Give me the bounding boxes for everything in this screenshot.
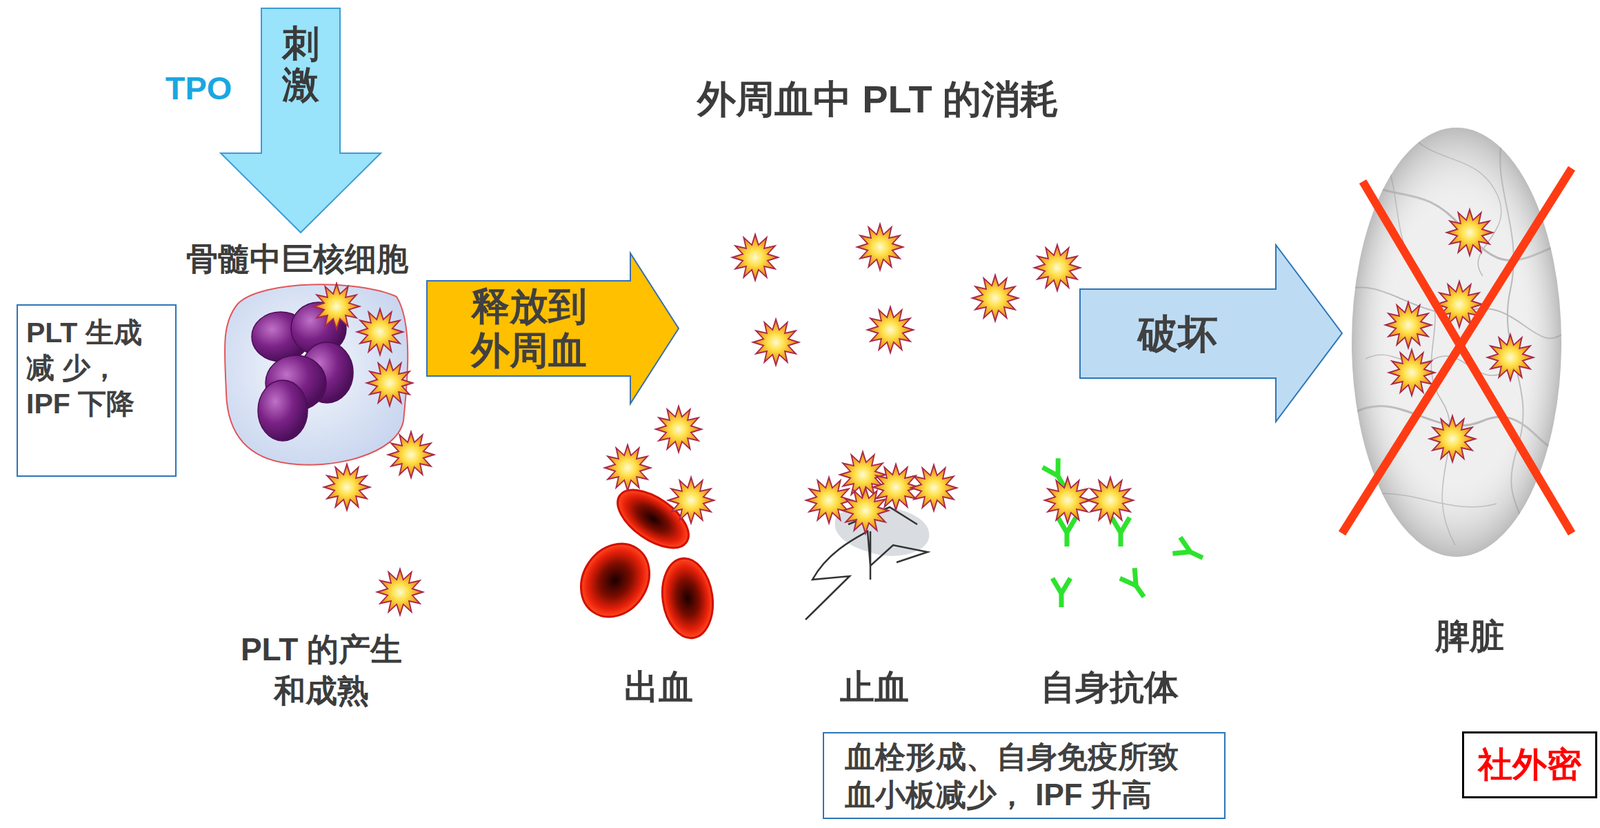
note-box: 血栓形成、自身免疫所致 血小板减少， IPF 升高: [822, 731, 1226, 819]
node-text: 社外密: [1477, 742, 1582, 787]
platelet: [357, 308, 404, 356]
antibody: [1120, 567, 1152, 602]
platelet: [366, 360, 414, 407]
platelet: [1044, 477, 1092, 524]
arrow-body: [220, 8, 381, 233]
platelet: [668, 477, 715, 524]
part-label: 自身抗体: [1040, 666, 1179, 708]
platelet: [972, 275, 1019, 322]
platelet: [388, 431, 435, 478]
release-arrow: 释放到 外周血: [426, 253, 679, 404]
signal-label: TPO: [165, 68, 233, 108]
node-text: 血栓形成、自身免疫所致 血小板减少， IPF 升高: [844, 737, 1204, 814]
platelet: [753, 319, 800, 366]
red-blood-cell: [657, 555, 718, 642]
nucleus-lobe: [257, 380, 308, 441]
part-label: 出血: [624, 666, 694, 708]
platelet: [1087, 477, 1134, 524]
platelet: [1385, 302, 1432, 349]
platelet: [1429, 415, 1476, 463]
part-label: PLT 的产生 和成熟: [231, 628, 412, 712]
node-text: 释放到 外周血: [460, 284, 598, 374]
antibody: [1172, 537, 1207, 566]
node-text: 刺激: [282, 23, 320, 106]
red-blood-cell: [566, 530, 664, 631]
platelet: [1446, 209, 1494, 256]
platelet: [377, 568, 424, 616]
antibodies: [1042, 457, 1207, 607]
note-box: PLT 生成 减 少， IPF 下降: [16, 304, 177, 477]
diagram-title: 外周血中 PLT 的消耗: [697, 75, 1060, 123]
organ-label: 脾脏: [1435, 615, 1505, 657]
node-text: 破坏: [1122, 310, 1234, 357]
platelet: [655, 406, 703, 453]
part-label: 止血: [840, 666, 909, 708]
destroy-arrow: 破坏: [1080, 244, 1343, 422]
stimulus-arrow: 刺激: [220, 8, 381, 233]
cross-stroke: [1342, 168, 1572, 534]
antibody: [1052, 577, 1071, 607]
cross-stroke: [1362, 181, 1572, 534]
platelet: [1487, 334, 1534, 381]
part-label: 骨髓中巨核细胞: [186, 240, 409, 278]
platelet: [1034, 244, 1081, 292]
platelet: [313, 283, 360, 330]
platelets: [313, 209, 1534, 616]
platelet: [911, 464, 958, 512]
platelet: [857, 224, 904, 271]
arrow-body: [426, 253, 679, 404]
arrow-body: [1080, 244, 1343, 422]
platelet: [324, 464, 371, 511]
watermark-box: 社外密: [1462, 731, 1598, 798]
platelet: [1388, 349, 1436, 396]
antibody: [1111, 517, 1130, 547]
platelet: [732, 234, 779, 281]
platelet: [840, 451, 887, 498]
red-cross: [1342, 168, 1572, 534]
node-text: PLT 生成 减 少， IPF 下降: [26, 315, 167, 422]
platelet: [604, 444, 652, 492]
platelet: [867, 306, 914, 354]
